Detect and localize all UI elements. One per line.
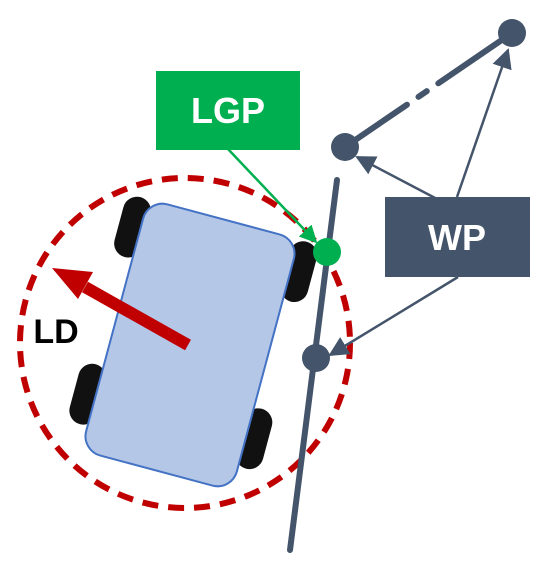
vehicle-icon <box>69 196 318 488</box>
ld-arrow-head <box>52 268 93 299</box>
wp-arrow-to-waypoint-top <box>455 48 512 198</box>
ld-arrow-shaft <box>82 281 191 351</box>
waypoint-middle <box>331 133 359 161</box>
wp-arrow-to-waypoint-bottom <box>328 275 459 357</box>
ld-label: LD <box>33 313 78 351</box>
waypoint-top <box>498 19 526 47</box>
wp-arrow-to-waypoint-middle <box>355 155 438 201</box>
waypoint-bottom <box>302 344 330 372</box>
lookahead-goal-point <box>313 238 341 266</box>
wp-label: WP <box>428 217 486 258</box>
path-segment-upper <box>342 30 515 150</box>
lgp-label: LGP <box>191 90 265 131</box>
lgp-label-box <box>156 71 300 150</box>
wp-label-box <box>385 197 530 277</box>
lgp-arrow <box>227 148 318 244</box>
vehicle-body <box>84 202 296 488</box>
